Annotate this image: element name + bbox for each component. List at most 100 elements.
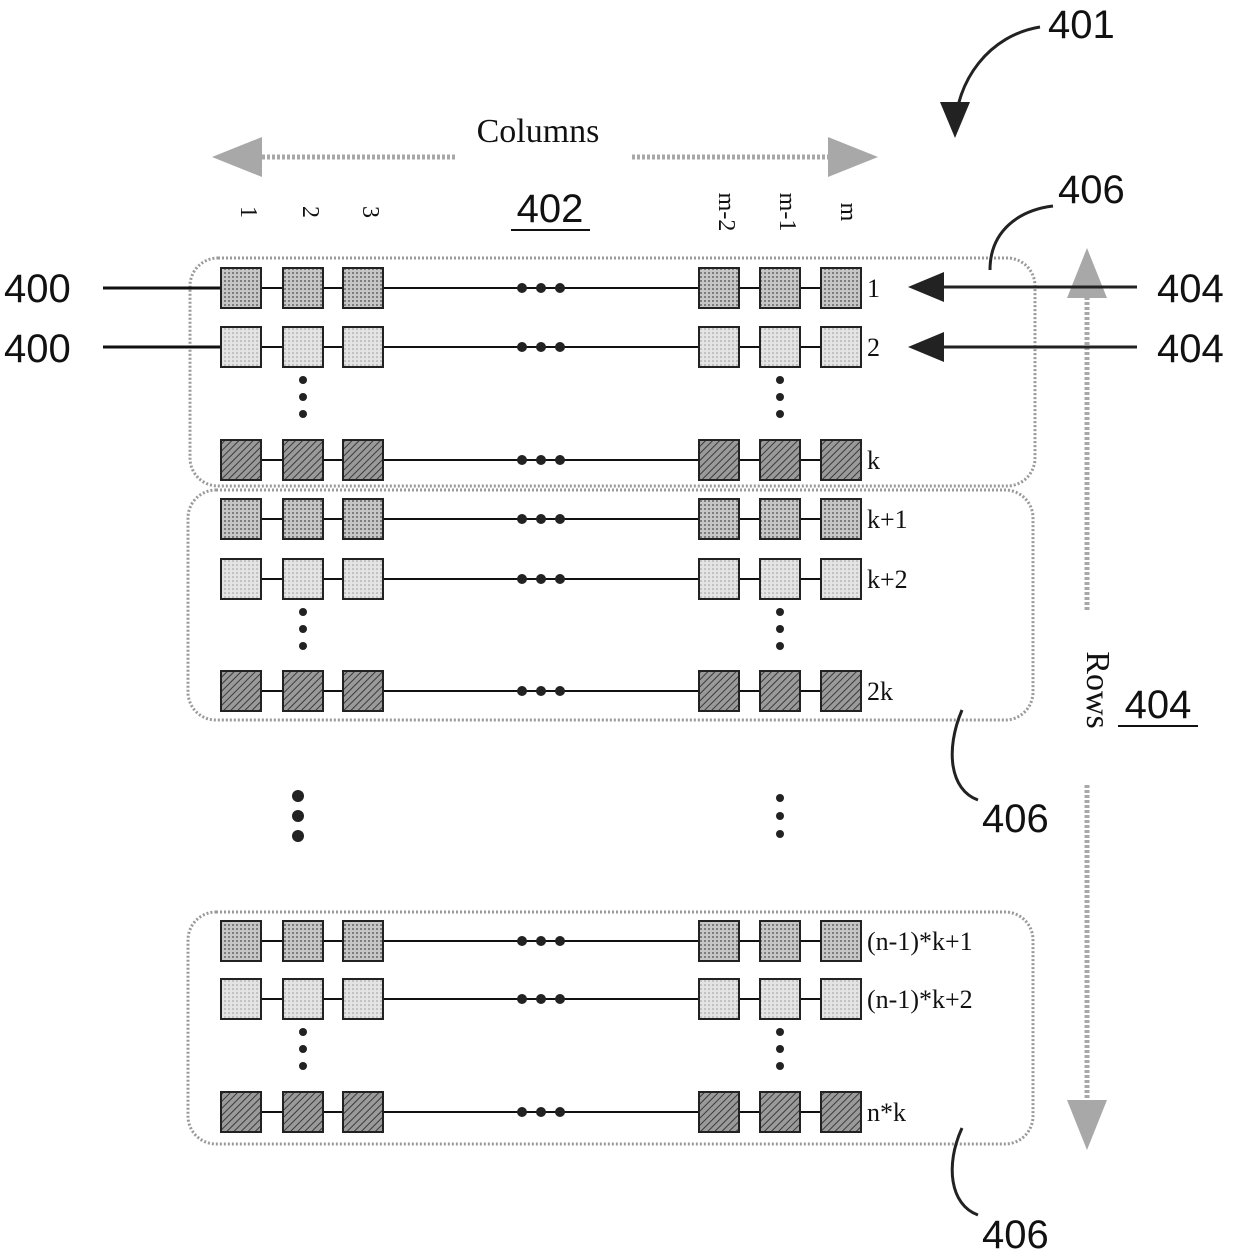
memory-cell [283,921,323,961]
vertical-ellipsis-dot [776,625,784,633]
memory-cell [821,671,861,711]
cell-row-2k: 2k [221,671,893,711]
cell-row-n*k: n*k [221,1092,906,1132]
memory-cell [699,559,739,599]
memory-cell [760,268,800,308]
memory-cell [821,440,861,480]
memory-cell [283,499,323,539]
vertical-ellipsis-between-groups [292,790,784,842]
horizontal-ellipsis-dot [536,936,546,946]
memory-cell [699,327,739,367]
cell-row-k+2: k+2 [221,559,908,599]
memory-cell [760,1092,800,1132]
group-ref-label-top: 406 [1058,168,1125,212]
memory-cell [221,671,261,711]
memory-cell [221,559,261,599]
horizontal-ellipsis-dot [536,1107,546,1117]
horizontal-ellipsis-dot [536,574,546,584]
memory-cell [699,268,739,308]
memory-cell [760,499,800,539]
horizontal-ellipsis-dot [517,514,527,524]
horizontal-ellipsis-dot [517,455,527,465]
memory-cell [760,440,800,480]
horizontal-ellipsis-dot [555,574,565,584]
memory-cell [699,440,739,480]
group-ref-label-bottom: 406 [982,1213,1049,1256]
memory-cell [760,559,800,599]
vertical-ellipsis-dot [299,376,307,384]
vertical-ellipsis-dot [776,642,784,650]
group-ref-leader-middle [952,710,978,800]
memory-cell [221,921,261,961]
memory-cell [343,327,383,367]
cell-row-k: k [221,440,880,480]
cell-row-(n-1)*k+1: (n-1)*k+1 [221,921,973,961]
row-line-ref-label-row2: 404 [1157,327,1224,371]
memory-cell [221,499,261,539]
memory-cell [343,440,383,480]
horizontal-ellipsis-dot [536,514,546,524]
column-label-3: 3 [357,206,383,218]
memory-cell [283,440,323,480]
array-ref-arrow [955,27,1040,132]
memory-cell [760,979,800,1019]
vertical-ellipsis-dot [299,642,307,650]
vertical-ellipsis-dot [776,410,784,418]
vertical-ellipsis-dot [776,608,784,616]
vertical-ellipsis-dot [776,376,784,384]
group-ref-leader-top [990,206,1053,270]
horizontal-ellipsis-dot [536,686,546,696]
vertical-ellipsis-dot [299,1028,307,1036]
row-label-(n-1)*k+1: (n-1)*k+1 [867,927,973,956]
memory-cell [821,499,861,539]
cell-row-k+1: k+1 [221,499,908,539]
horizontal-ellipsis-dot [536,342,546,352]
memory-cell [283,559,323,599]
memory-cell [699,921,739,961]
rows-title: Rows [1079,651,1116,728]
row-line-ref-label-row1: 404 [1157,267,1224,311]
column-label-m-1: m-1 [774,193,800,232]
horizontal-ellipsis-dot [555,514,565,524]
memory-cell [343,268,383,308]
memory-cell [699,671,739,711]
cell-row-1: 1 [221,268,880,308]
memory-cell [221,327,261,367]
memory-cell [699,979,739,1019]
cell-row-(n-1)*k+2: (n-1)*k+2 [221,979,973,1019]
columns-ref-label: 402 [517,187,584,231]
columns-title: Columns [477,113,600,150]
vertical-ellipsis-dot [776,1045,784,1053]
horizontal-ellipsis-dot [555,342,565,352]
memory-cell [283,671,323,711]
column-label-1: 1 [235,206,261,218]
horizontal-ellipsis-dot [536,283,546,293]
column-label-2: 2 [297,206,323,218]
horizontal-ellipsis-dot [517,342,527,352]
horizontal-ellipsis-dot [517,574,527,584]
vertical-ellipsis-dot [776,393,784,401]
memory-cell [221,268,261,308]
vertical-ellipsis-dot [776,1028,784,1036]
memory-cell [343,921,383,961]
column-label-m-2: m-2 [713,193,739,232]
row-label-2: 2 [867,333,880,362]
row-label-2k: 2k [867,677,893,706]
row-label-(n-1)*k+2: (n-1)*k+2 [867,985,973,1014]
array-ref-label: 401 [1048,3,1115,47]
row-label-k+2: k+2 [867,565,908,594]
row-label-k+1: k+1 [867,505,908,534]
memory-cell [821,921,861,961]
horizontal-ellipsis-dot [555,455,565,465]
column-label-m: m [835,203,861,222]
horizontal-ellipsis-dot [517,936,527,946]
cell-ref-label-row2: 400 [4,327,71,371]
memory-cell [821,559,861,599]
row-label-n*k: n*k [867,1098,906,1127]
group-ref-label-middle: 406 [982,797,1049,841]
vertical-ellipsis-dot [299,625,307,633]
memory-cell [221,979,261,1019]
horizontal-ellipsis-dot [555,994,565,1004]
horizontal-ellipsis-dot [536,994,546,1004]
